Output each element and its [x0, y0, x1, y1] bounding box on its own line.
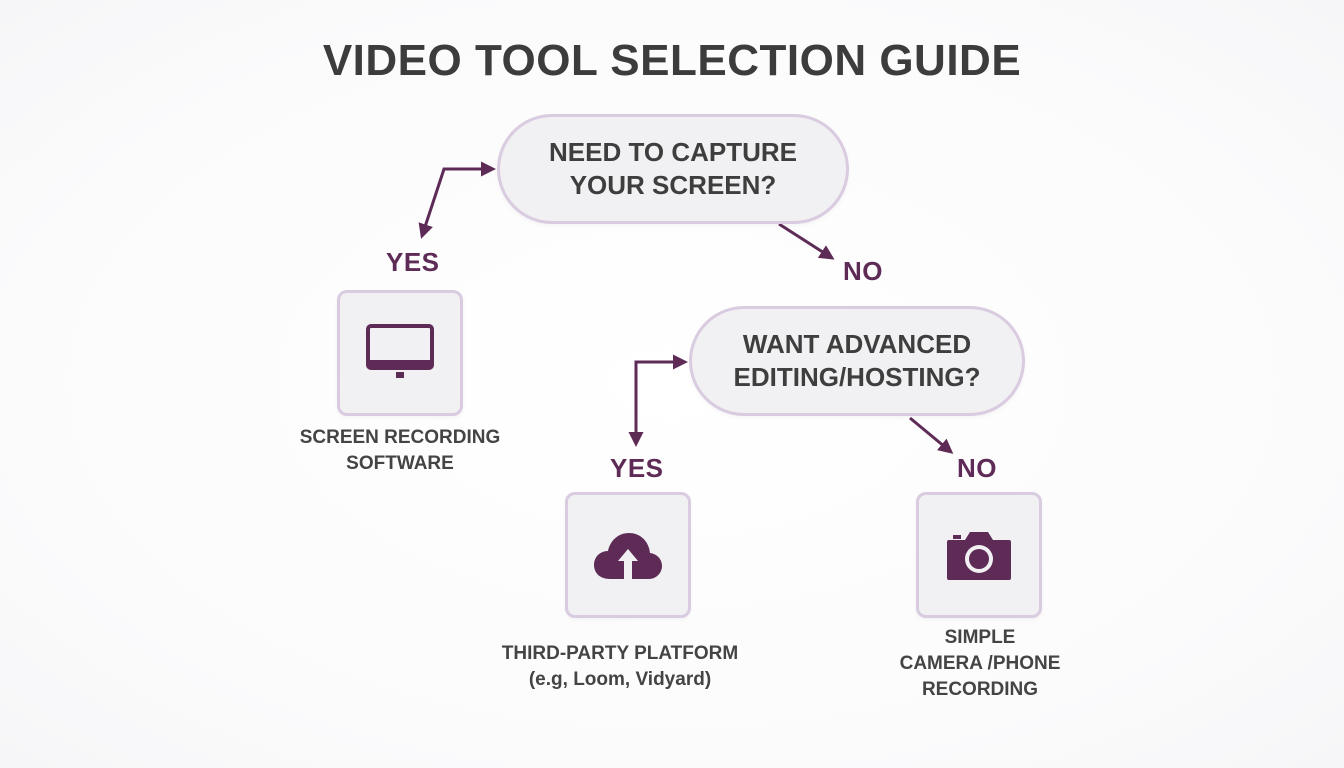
outcome-third-party-tile — [565, 492, 691, 618]
page-title: VIDEO TOOL SELECTION GUIDE — [322, 36, 1022, 85]
decision-advanced-editing: WANT ADVANCED EDITING/HOSTING? — [689, 306, 1025, 416]
outcome-screen-recording-line-1: SCREEN RECORDING — [299, 427, 501, 448]
outcome-camera-phone-tile — [916, 492, 1042, 618]
cloud-upload-icon — [594, 533, 662, 579]
decision-advanced-editing-line-2: EDITING/HOSTING? — [733, 362, 981, 392]
q1-no-label: NO — [843, 256, 883, 286]
outcome-camera-phone-line-3: RECORDING — [921, 679, 1039, 700]
outcome-third-party-line-2: (e.g, Loom, Vidyard) — [528, 669, 712, 690]
decision-capture-screen-line-1: NEED TO CAPTURE — [549, 137, 797, 167]
monitor-icon — [366, 324, 434, 378]
outcome-third-party-caption: THIRD-PARTY PLATFORM (e.g, Loom, Vidyard… — [480, 641, 760, 693]
q2-yes-label: YES — [610, 453, 664, 483]
outcome-screen-recording-tile — [337, 290, 463, 416]
outcome-camera-phone-line-2: CAMERA /PHONE — [899, 653, 1061, 674]
q1-no-connector — [778, 222, 835, 260]
outcome-screen-recording-line-2: SOFTWARE — [346, 453, 454, 474]
outcome-camera-phone-caption: SIMPLE CAMERA /PHONE RECORDING — [870, 625, 1090, 703]
q2-yes-connector — [628, 354, 688, 447]
camera-icon — [947, 532, 1011, 580]
q1-yes-connector — [418, 161, 496, 239]
q2-no-connector — [909, 416, 954, 454]
outcome-screen-recording-caption: SCREEN RECORDING SOFTWARE — [280, 425, 520, 477]
q1-yes-label: YES — [386, 247, 440, 277]
decision-capture-screen-line-2: YOUR SCREEN? — [569, 170, 777, 200]
outcome-camera-phone-line-1: SIMPLE — [944, 627, 1016, 648]
decision-advanced-editing-line-1: WANT ADVANCED — [742, 329, 972, 359]
decision-capture-screen: NEED TO CAPTURE YOUR SCREEN? — [497, 114, 849, 224]
outcome-third-party-line-1: THIRD-PARTY PLATFORM — [501, 643, 739, 664]
q2-no-label: NO — [957, 453, 997, 483]
